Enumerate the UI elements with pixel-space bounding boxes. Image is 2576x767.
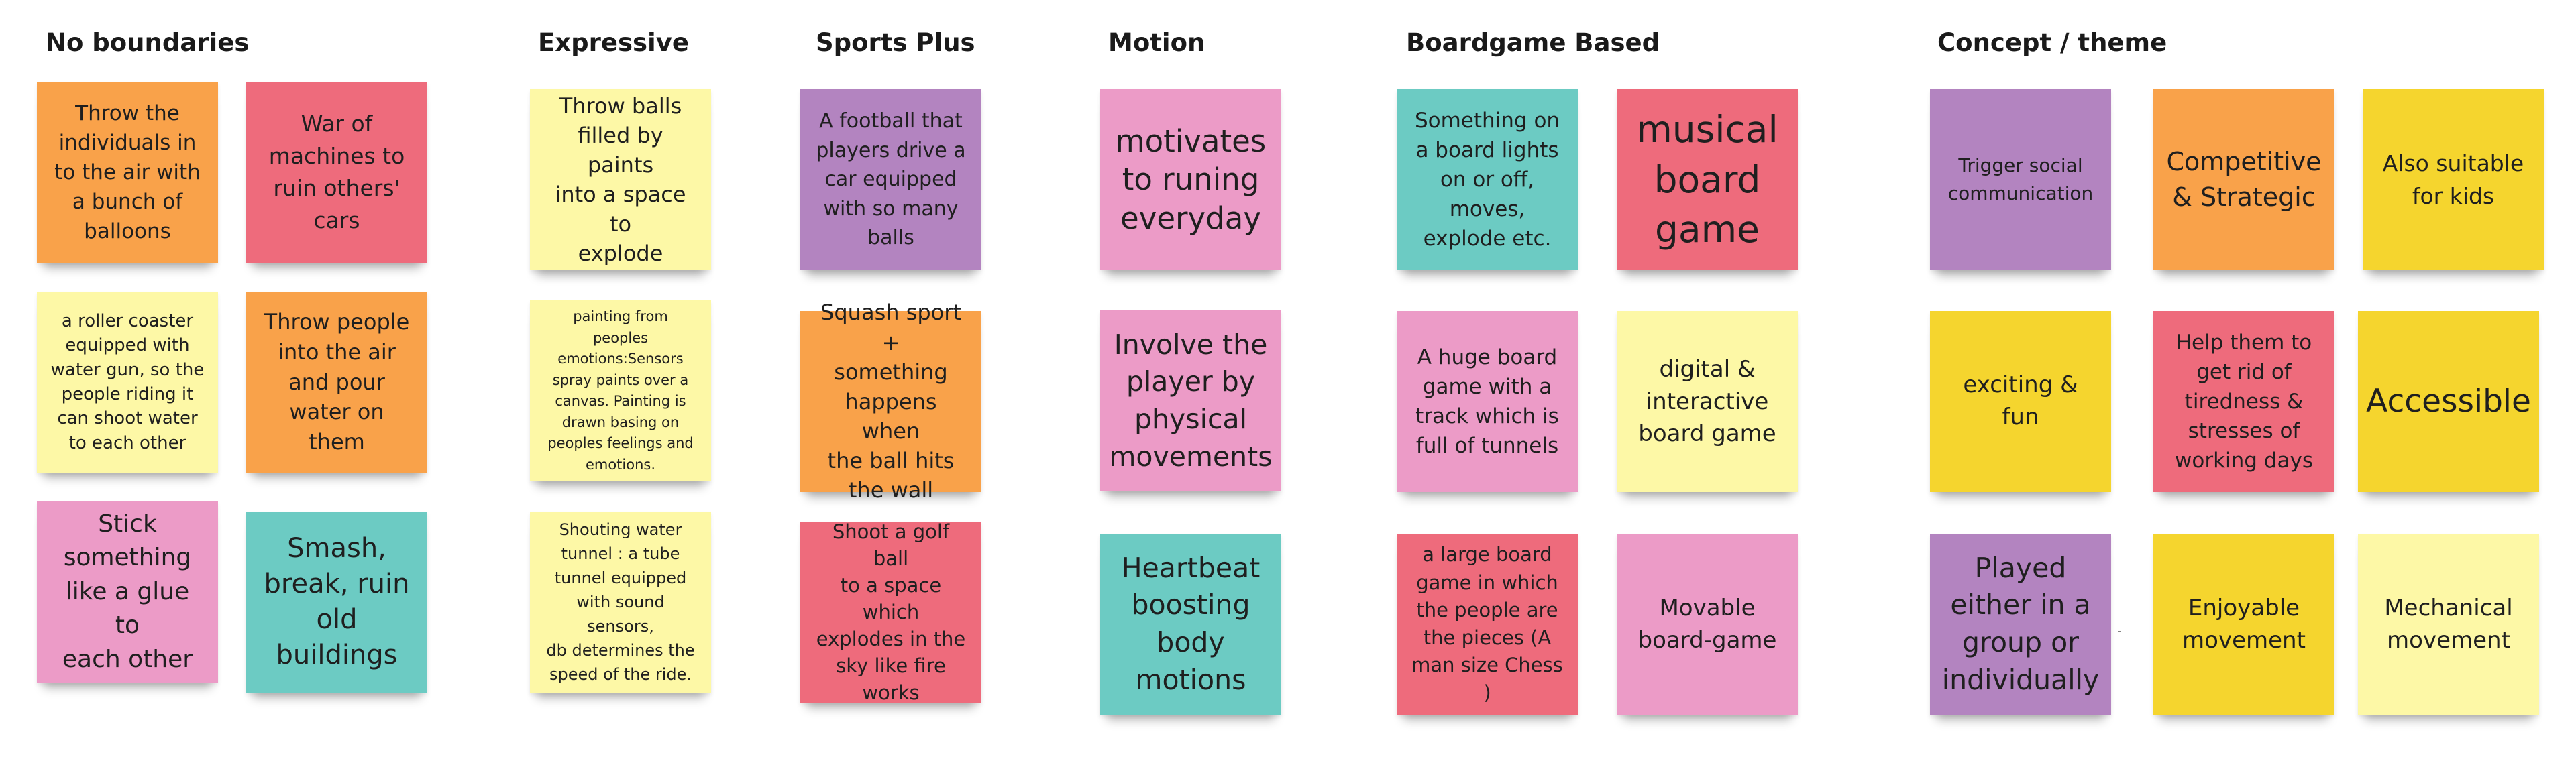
sticky-note[interactable]: Heartbeat boosting body motions (1100, 534, 1281, 715)
note-text: Throw balls filled by paints into a spac… (555, 93, 686, 267)
heading-boardgame-based: Boardgame Based (1406, 28, 1660, 57)
sticky-note[interactable]: Squash sport + something happens when th… (800, 300, 981, 503)
sticky-note[interactable]: Shoot a golf ball to a space which explo… (800, 520, 981, 704)
note-text: Something on a board lights on or off, m… (1414, 108, 1560, 251)
sticky-note[interactable]: Involve the player by physical movements (1100, 310, 1281, 491)
heading-expressive: Expressive (538, 28, 689, 57)
note-text: Also suitable for kids (2382, 150, 2524, 210)
note-text: Enjoyable movement (2182, 594, 2306, 654)
note-text: Trigger social communication (1947, 154, 2094, 204)
sticky-note[interactable]: Competitive & Strategic (2153, 89, 2334, 270)
sticky-note[interactable]: A football that players drive a car equi… (800, 89, 981, 270)
note-text: Played either in a group or individually (1941, 551, 2100, 696)
note-text: musical board game (1636, 107, 1778, 251)
sticky-note[interactable]: Throw people into the air and pour water… (246, 292, 427, 473)
sticky-note[interactable]: Shouting water tunnel : a tube tunnel eq… (530, 512, 711, 693)
note-text: Smash, break, ruin old buildings (264, 532, 410, 671)
sticky-note[interactable]: Trigger social communication (1930, 89, 2111, 270)
sticky-note[interactable]: Throw the individuals in to the air with… (37, 82, 218, 263)
note-text: digital & interactive board game (1638, 355, 1776, 448)
note-text: motivates to runing everyday (1115, 123, 1267, 236)
note-text: Movable board-game (1638, 594, 1777, 654)
note-text: Accessible (2366, 383, 2531, 420)
sticky-note[interactable]: Played either in a group or individually (1930, 534, 2111, 715)
sticky-note[interactable]: Movable board-game (1617, 534, 1798, 715)
note-text: Help them to get rid of tiredness & stre… (2175, 330, 2313, 473)
stray-mark: - (2118, 626, 2122, 637)
note-text: Squash sport + something happens when th… (820, 300, 961, 504)
sticky-note[interactable]: A huge board game with a track which is … (1397, 311, 1578, 492)
note-text: Stick something like a glue to each othe… (62, 510, 193, 673)
sticky-note[interactable]: Mechanical movement (2358, 534, 2539, 715)
sticky-note[interactable]: War of machines to ruin others' cars (246, 82, 427, 263)
note-text: Competitive & Strategic (2166, 146, 2322, 212)
sticky-note[interactable]: painting from peoples emotions:Sensors s… (530, 300, 711, 481)
sticky-note[interactable]: Help them to get rid of tiredness & stre… (2153, 311, 2334, 492)
sticky-note[interactable]: Enjoyable movement (2153, 534, 2334, 715)
sticky-note[interactable]: digital & interactive board game (1617, 311, 1798, 492)
sticky-note[interactable]: Stick something like a glue to each othe… (37, 501, 218, 683)
note-text: War of machines to ruin others' cars (268, 111, 405, 233)
sticky-note[interactable]: Something on a board lights on or off, m… (1397, 89, 1578, 270)
note-text: Shoot a golf ball to a space which explo… (816, 520, 966, 705)
heading-concept-theme: Concept / theme (1937, 28, 2167, 57)
note-text: Involve the player by physical movements (1109, 328, 1273, 473)
note-text: Heartbeat boosting body motions (1121, 551, 1260, 696)
sticky-note[interactable]: Also suitable for kids (2363, 89, 2544, 270)
note-text: exciting & fun (1963, 371, 2078, 430)
sticky-note[interactable]: a roller coaster equipped with water gun… (37, 292, 218, 473)
sticky-note[interactable]: musical board game (1617, 89, 1798, 270)
heading-motion: Motion (1108, 28, 1205, 57)
sticky-note[interactable]: a large board game in which the people a… (1397, 534, 1578, 715)
note-text: A huge board game with a track which is … (1415, 345, 1559, 459)
note-text: Throw the individuals in to the air with… (54, 101, 201, 244)
heading-no-boundaries: No boundaries (46, 28, 250, 57)
note-text: Throw people into the air and pour water… (264, 309, 410, 455)
note-text: Shouting water tunnel : a tube tunnel eq… (546, 520, 695, 684)
note-text: a large board game in which the people a… (1411, 543, 1563, 705)
sticky-note[interactable]: motivates to runing everyday (1100, 89, 1281, 270)
sticky-note[interactable]: Accessible (2358, 311, 2539, 492)
note-text: painting from peoples emotions:Sensors s… (547, 308, 694, 473)
note-text: a roller coaster equipped with water gun… (50, 310, 205, 453)
heading-sports-plus: Sports Plus (816, 28, 975, 57)
sticky-note[interactable]: Smash, break, ruin old buildings (246, 512, 427, 693)
sticky-note[interactable]: Throw balls filled by paints into a spac… (530, 89, 711, 270)
sticky-note[interactable]: exciting & fun (1930, 311, 2111, 492)
note-text: Mechanical movement (2384, 594, 2513, 654)
note-text: A football that players drive a car equi… (816, 109, 966, 250)
